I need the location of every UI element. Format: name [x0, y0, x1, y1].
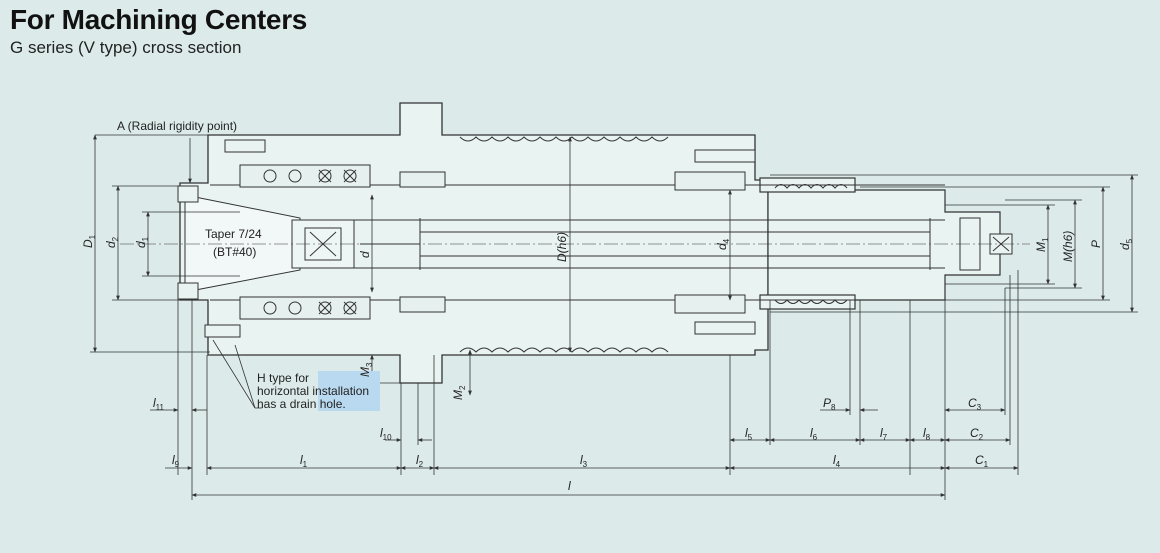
dim-label-D-h6: D(h6) [555, 232, 569, 262]
drain-note-line-3: has a drain hole. [257, 397, 346, 411]
dim-label-d2: d2 [104, 236, 120, 248]
dim-label-d5: d5 [1118, 238, 1134, 250]
dimension-lines [90, 134, 1138, 500]
drain-note-highlight [318, 371, 380, 411]
dim-label-l6: l6 [810, 426, 818, 442]
dim-label-d4: d4 [715, 238, 731, 250]
dim-label-C1: C1 [975, 453, 989, 469]
dim-label-D1: D1 [81, 234, 97, 248]
dim-label-l11: l11 [153, 396, 165, 412]
dim-label-d: d [358, 251, 372, 258]
dim-label-M3: M3 [358, 362, 374, 377]
page-title: For Machining Centers [10, 4, 308, 35]
front-bolts [177, 139, 756, 338]
radial-point-label: A (Radial rigidity point) [117, 119, 237, 133]
dim-label-l5: l5 [745, 426, 753, 442]
front-bearings [239, 164, 746, 320]
dim-label-C2: C2 [970, 426, 984, 442]
page-subtitle: G series (V type) cross section [10, 38, 242, 57]
dim-label-M1: M1 [1034, 237, 1050, 252]
dim-label-l3: l3 [580, 453, 588, 469]
drain-note-line-1: H type for [257, 371, 309, 385]
dim-label-l9: l9 [172, 453, 180, 469]
dim-label-l1: l1 [300, 453, 308, 469]
dim-label-l10: l10 [380, 426, 392, 442]
dim-label-l: l [568, 479, 571, 493]
dim-label-l4: l4 [833, 453, 841, 469]
dim-label-d1: d1 [134, 236, 150, 248]
dim-label-P: P [1089, 240, 1103, 248]
dim-label-l7: l7 [880, 426, 888, 442]
taper-label: Taper 7/24 [205, 227, 262, 241]
dim-label-l2: l2 [416, 453, 424, 469]
dim-label-P8: P8 [823, 396, 836, 412]
taper-bore [184, 194, 301, 293]
dim-label-M-h6: M(h6) [1061, 231, 1075, 262]
drain-note-line-2: horizontal installation [257, 384, 369, 398]
dim-label-C3: C3 [968, 396, 982, 412]
taper-spec-label: (BT#40) [213, 245, 256, 259]
dim-label-M2: M2 [451, 385, 467, 400]
motor-coil-pattern [459, 136, 848, 353]
dim-label-l8: l8 [923, 426, 931, 442]
